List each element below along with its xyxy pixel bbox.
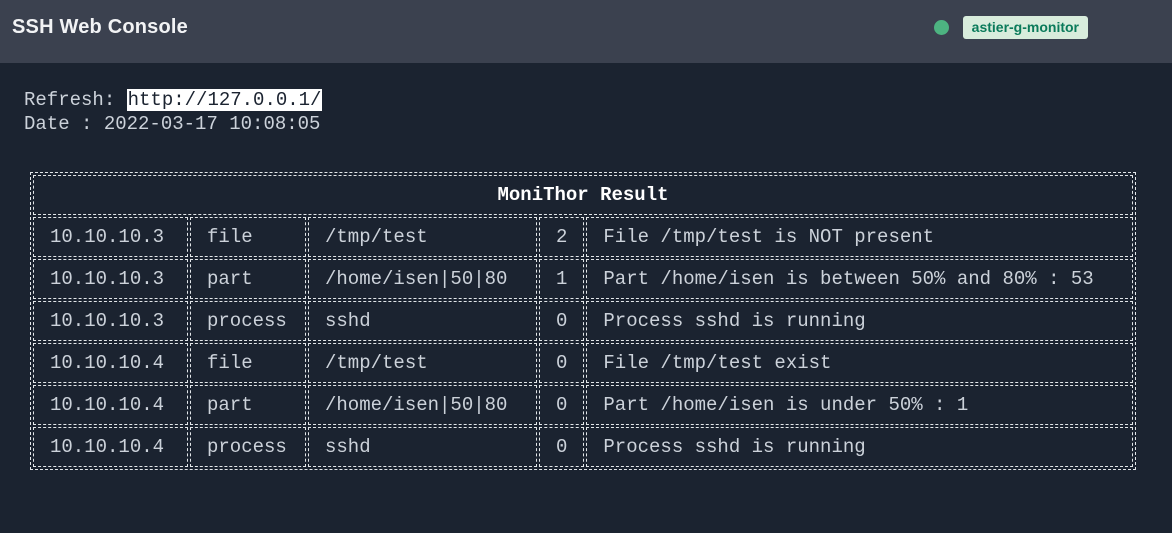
status-group: astier-g-monitor xyxy=(933,16,1088,39)
host-cell: 10.10.10.4 xyxy=(33,427,188,467)
message-cell: Part /home/isen is between 50% and 80% :… xyxy=(586,259,1133,299)
message-cell: File /tmp/test exist xyxy=(586,343,1133,383)
message-cell: Process sshd is running xyxy=(586,427,1133,467)
status-dot-icon xyxy=(933,20,949,35)
status-code-cell: 1 xyxy=(539,259,585,299)
refresh-url-link[interactable]: http://127.0.0.1/ xyxy=(126,89,323,111)
target-cell: /home/isen|50|80 xyxy=(308,259,537,299)
target-cell: /tmp/test xyxy=(308,217,537,257)
check-type-cell: process xyxy=(190,301,306,341)
message-cell: Part /home/isen is under 50% : 1 xyxy=(586,385,1133,425)
status-code-cell: 0 xyxy=(539,301,585,341)
refresh-line: Refresh: http://127.0.0.1/ xyxy=(24,88,1172,112)
date-line: Date : 2022-03-17 10:08:05 xyxy=(24,112,1172,136)
host-cell: 10.10.10.3 xyxy=(33,301,188,341)
host-cell: 10.10.10.3 xyxy=(33,217,188,257)
table-row: 10.10.10.4 part /home/isen|50|80 0 Part … xyxy=(33,385,1133,425)
status-code-cell: 0 xyxy=(539,385,585,425)
check-type-cell: part xyxy=(190,259,306,299)
info-block: Refresh: http://127.0.0.1/ Date : 2022-0… xyxy=(24,88,1172,136)
table-row: 10.10.10.4 file /tmp/test 0 File /tmp/te… xyxy=(33,343,1133,383)
monithor-result-table: MoniThor Result 10.10.10.3 file /tmp/tes… xyxy=(30,172,1136,470)
table-row: 10.10.10.4 process sshd 0 Process sshd i… xyxy=(33,427,1133,467)
table-header-row: MoniThor Result xyxy=(33,175,1133,215)
status-badge: astier-g-monitor xyxy=(962,16,1088,39)
target-cell: sshd xyxy=(308,427,537,467)
message-cell: File /tmp/test is NOT present xyxy=(586,217,1133,257)
status-code-cell: 0 xyxy=(539,343,585,383)
target-cell: sshd xyxy=(308,301,537,341)
refresh-label: Refresh: xyxy=(24,89,127,111)
table-row: 10.10.10.3 part /home/isen|50|80 1 Part … xyxy=(33,259,1133,299)
host-cell: 10.10.10.4 xyxy=(33,343,188,383)
status-code-cell: 0 xyxy=(539,427,585,467)
target-cell: /tmp/test xyxy=(308,343,537,383)
date-label: Date : xyxy=(24,113,104,135)
table-row: 10.10.10.3 process sshd 0 Process sshd i… xyxy=(33,301,1133,341)
table-row: 10.10.10.3 file /tmp/test 2 File /tmp/te… xyxy=(33,217,1133,257)
host-cell: 10.10.10.4 xyxy=(33,385,188,425)
check-type-cell: file xyxy=(190,217,306,257)
check-type-cell: file xyxy=(190,343,306,383)
status-code-cell: 2 xyxy=(539,217,585,257)
target-cell: /home/isen|50|80 xyxy=(308,385,537,425)
message-cell: Process sshd is running xyxy=(586,301,1133,341)
date-value: 2022-03-17 10:08:05 xyxy=(103,113,321,135)
table-title: MoniThor Result xyxy=(33,175,1133,215)
check-type-cell: part xyxy=(190,385,306,425)
top-bar: SSH Web Console astier-g-monitor xyxy=(0,0,1172,63)
app-title: SSH Web Console xyxy=(12,16,188,38)
check-type-cell: process xyxy=(190,427,306,467)
host-cell: 10.10.10.3 xyxy=(33,259,188,299)
